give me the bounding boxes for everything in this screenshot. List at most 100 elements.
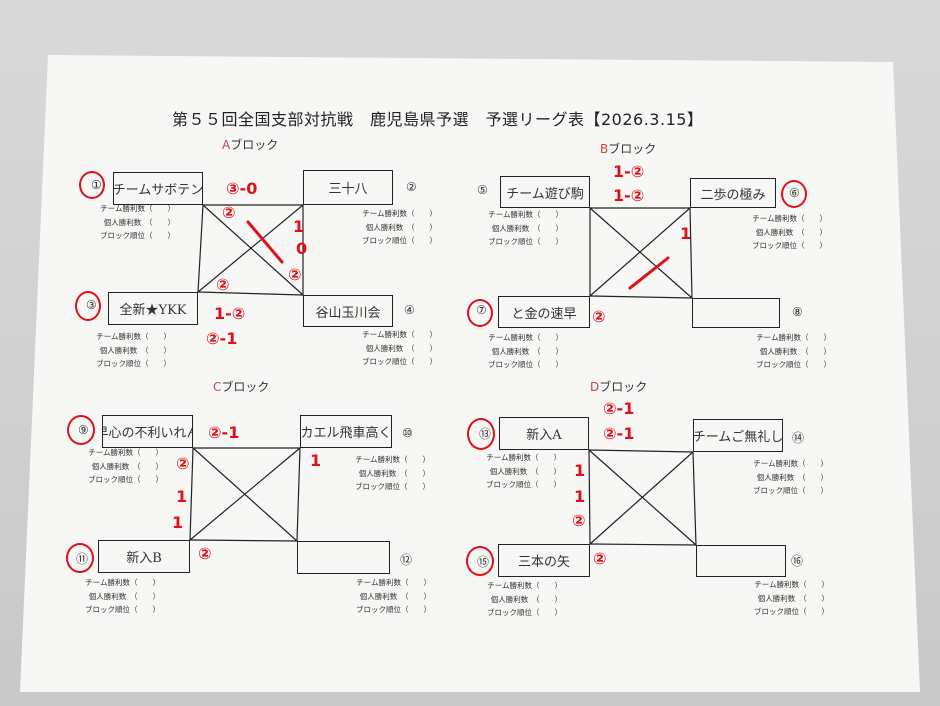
team-name-box: 二歩の極み (690, 178, 776, 208)
block-suffix: ブロック (599, 380, 648, 394)
handwritten-score: ② (176, 454, 190, 473)
stat-label: 個人勝利数 （ ） (88, 591, 160, 601)
match-line (296, 447, 301, 542)
stat-label: ブロック順位（ ） (88, 475, 163, 484)
stat-label: チーム勝利数（ ） (487, 581, 562, 590)
stat-label: ブロック順位（ ） (752, 241, 827, 250)
red-pen-stroke (628, 256, 670, 290)
team-name-box: チーム遊び駒 (500, 176, 590, 208)
team-name-box: 早心の不利いれん (102, 415, 193, 448)
team-name-box (696, 545, 786, 577)
match-line (692, 451, 697, 546)
block-suffix: ブロック (221, 380, 270, 394)
handwritten-score: 1 (574, 461, 586, 480)
page-title: 第５５回全国支部対抗戦 鹿児島県予選 予選リーグ表【2026.3.15】 (172, 110, 704, 129)
stat-label: ブロック順位（ ） (753, 486, 828, 495)
team-stats: チーム勝利数（ ） 個人勝利数 （ ） ブロック順位（ ） (487, 579, 562, 620)
handwritten-score: ② (572, 511, 586, 530)
team-stats: チーム勝利数（ ） 個人勝利数 （ ） ブロック順位（ ） (754, 578, 829, 619)
handwritten-score: 1-② (613, 162, 645, 181)
match-line (189, 447, 301, 541)
block-letter: A (222, 138, 231, 152)
team-stats: チーム勝利数（ ）個人勝利数 （ ）ブロック順位（ ） (362, 328, 437, 369)
stat-label: チーム勝利数（ ） (100, 204, 175, 213)
block-c-label: Cブロック (213, 380, 269, 394)
block-b-label: Bブロック (600, 142, 656, 156)
team-number: ② (406, 180, 417, 194)
team-stats: チーム勝利数（ ）個人勝利数 （ ）ブロック順位（ ） (362, 207, 437, 248)
stat-label: ブロック順位（ ） (355, 482, 430, 491)
block-suffix: ブロック (230, 138, 279, 152)
stat-label: チーム勝利数（ ） (752, 214, 827, 223)
stat-label: 個人勝利数 （ ） (755, 227, 827, 237)
team-stats: チーム勝利数（ ）個人勝利数 （ ）ブロック順位（ ） (488, 331, 563, 372)
match-line (189, 539, 298, 542)
team-stats: チーム勝利数（ ）個人勝利数 （ ）ブロック順位（ ） (100, 202, 175, 243)
stat-label: チーム勝利数（ ） (754, 580, 829, 589)
team-stats: チーム勝利数（ ） 個人勝利数 （ ） ブロック順位（ ） (486, 451, 561, 492)
handwritten-score: 1 (574, 487, 586, 506)
team-number: ⑭ (792, 431, 805, 445)
match-line (588, 449, 694, 453)
team-stats: チーム勝利数（ ）個人勝利数 （ ）ブロック順位（ ） (488, 208, 563, 249)
team-number: ⑤ (477, 183, 488, 197)
team-number: ⑫ (400, 553, 413, 567)
stat-label: ブロック順位（ ） (754, 607, 829, 616)
handwritten-score: 1 (172, 513, 184, 532)
stat-label: チーム勝利数（ ） (486, 453, 561, 462)
red-circle-mark (66, 543, 94, 573)
match-line (588, 449, 591, 545)
handwritten-score: ②-1 (603, 424, 635, 443)
block-letter: C (213, 380, 222, 394)
handwritten-score: ② (592, 307, 606, 326)
team-number: ⑧ (792, 305, 803, 319)
handwritten-score: 0 (296, 239, 308, 258)
handwritten-score: ②-1 (603, 399, 635, 418)
team-name-box (692, 298, 780, 328)
team-name-box: 新入B (98, 540, 190, 573)
red-circle-mark (67, 415, 95, 445)
stat-label: 個人勝利数 （ ） (91, 461, 163, 471)
team-stats: チーム勝利数（ ）個人勝利数 （ ）ブロック順位（ ） (85, 576, 160, 617)
stat-label: 個人勝利数 （ ） (490, 594, 562, 604)
block-a-label: Aブロック (222, 138, 278, 152)
handwritten-score: 1 (680, 224, 692, 243)
team-name-box: と金の速早 (498, 296, 590, 328)
block-suffix: ブロック (608, 142, 657, 156)
handwritten-score: ②-1 (206, 329, 238, 348)
match-line (197, 204, 204, 293)
stat-label: 個人勝利数 （ ） (491, 223, 563, 233)
stat-label: チーム勝利数（ ） (85, 578, 160, 587)
team-name-box (297, 541, 390, 574)
stat-label: ブロック順位（ ） (756, 360, 831, 369)
team-number: ⑩ (402, 426, 413, 440)
team-name-box: チームサボテン (113, 172, 203, 205)
match-line (589, 451, 694, 545)
red-circle-mark (781, 180, 807, 208)
red-circle-mark (467, 418, 495, 450)
stat-label: ブロック順位（ ） (100, 231, 175, 240)
stat-label: ブロック順位（ ） (96, 359, 171, 368)
team-stats: チーム勝利数（ ）個人勝利数 （ ）ブロック順位（ ） (356, 576, 431, 617)
block-letter: D (590, 380, 600, 394)
team-name-box: 全新★YKK (108, 292, 198, 325)
stat-label: 個人勝利数 （ ） (365, 222, 437, 232)
team-name-box: チームご無礼し (693, 419, 783, 452)
handwritten-score: 1-② (214, 304, 246, 323)
stat-label: 個人勝利数 （ ） (489, 466, 561, 476)
stat-label: 個人勝利数 （ ） (759, 346, 831, 356)
match-line (589, 295, 693, 299)
block-d-label: Dブロック (590, 380, 647, 394)
stat-label: ブロック順位（ ） (488, 237, 563, 246)
handwritten-score: ② (222, 203, 236, 222)
stat-label: チーム勝利数（ ） (362, 209, 437, 218)
stat-label: 個人勝利数 （ ） (756, 472, 828, 482)
team-name-box: カエル飛車高く (300, 415, 392, 448)
stat-label: チーム勝利数（ ） (488, 333, 563, 342)
team-name-box: 三十八 (303, 170, 393, 205)
block-letter: B (600, 142, 609, 156)
stat-label: 個人勝利数 （ ） (757, 593, 829, 603)
stat-label: ブロック順位（ ） (487, 608, 562, 617)
team-number: ④ (404, 303, 415, 317)
stat-label: ブロック順位（ ） (486, 480, 561, 489)
